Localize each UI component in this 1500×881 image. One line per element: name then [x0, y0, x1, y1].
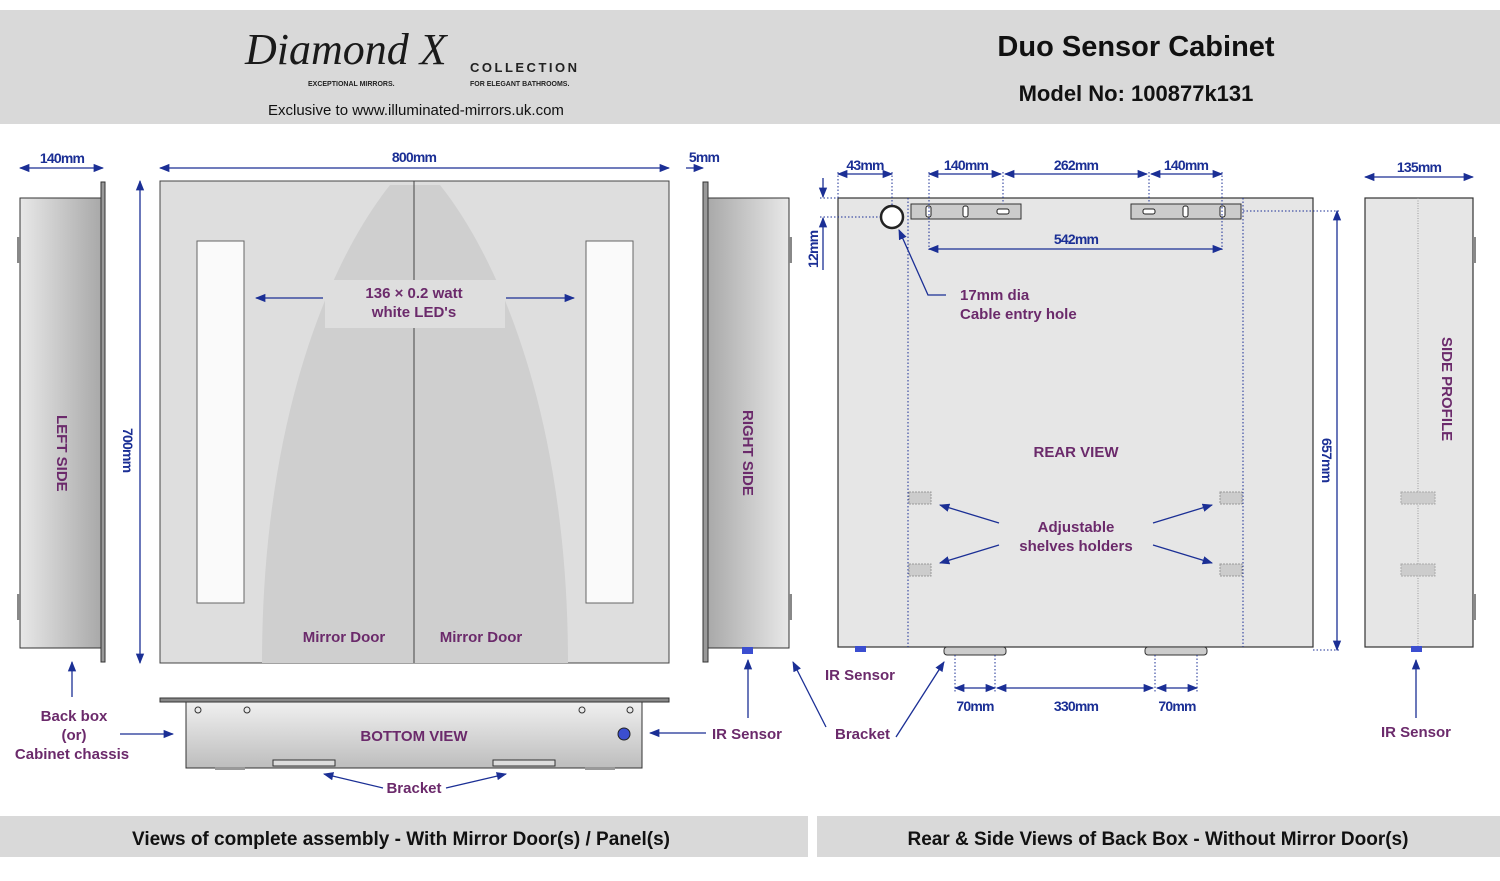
dim-262: 262mm	[1054, 157, 1099, 173]
dim-542: 542mm	[1054, 231, 1099, 247]
shelves-label-1: Adjustable	[1038, 519, 1115, 536]
ir-sensor-label-rear: IR Sensor	[825, 667, 895, 684]
shelves-label-2: shelves holders	[1019, 538, 1132, 555]
right-side-view: RIGHT SIDE	[702, 181, 792, 663]
dim-330: 330mm	[1054, 698, 1099, 714]
dim-12: 12mm	[805, 230, 821, 268]
bottom-view-label: BOTTOM VIEW	[360, 728, 468, 745]
side-profile-view: SIDE PROFILE	[1364, 197, 1476, 652]
bracket-label-right: Bracket	[835, 726, 890, 743]
footer-left-caption: Views of complete assembly - With Mirror…	[132, 829, 670, 850]
dim-70-left: 70mm	[956, 698, 994, 714]
led-spec-2: white LED's	[371, 304, 456, 321]
right-side-label: RIGHT SIDE	[739, 410, 756, 496]
back-box-label: Back box	[41, 708, 108, 725]
left-side-view: LEFT SIDE	[17, 181, 106, 663]
dim-140-right: 140mm	[1164, 157, 1209, 173]
svg-text:FOR ELEGANT BATHROOMS.: FOR ELEGANT BATHROOMS.	[470, 81, 569, 88]
dim-140-left: 140mm	[944, 157, 989, 173]
svg-text:COLLECTION: COLLECTION	[470, 60, 580, 75]
rear-view	[837, 197, 1314, 656]
brand-logo: Diamond X EXCEPTIONAL MIRRORS. COLLECTIO…	[244, 25, 580, 88]
footer-right-band	[817, 816, 1500, 857]
dim-70-right: 70mm	[1158, 698, 1196, 714]
dim-door-gap: 5mm	[689, 149, 720, 165]
exclusive-text: Exclusive to www.illuminated-mirrors.uk.…	[268, 102, 564, 119]
dim-43: 43mm	[846, 157, 884, 173]
model-number: Model No: 100877k131	[1019, 81, 1254, 106]
side-profile-label: SIDE PROFILE	[1438, 337, 1455, 441]
svg-text:EXCEPTIONAL MIRRORS.: EXCEPTIONAL MIRRORS.	[308, 81, 395, 88]
cable-hole-label: Cable entry hole	[960, 306, 1077, 323]
mirror-door-left-label: Mirror Door	[303, 629, 386, 646]
svg-text:Diamond X: Diamond X	[244, 25, 449, 74]
cabinet-chassis-label: Cabinet chassis	[15, 746, 129, 763]
or-label: (or)	[62, 727, 87, 744]
left-side-label: LEFT SIDE	[53, 415, 70, 492]
page-title: Duo Sensor Cabinet	[997, 31, 1274, 63]
dim-left-width: 140mm	[40, 150, 85, 166]
bottom-view	[159, 697, 670, 770]
header-band	[0, 10, 1500, 124]
dim-657: 657mm	[1319, 438, 1335, 483]
footer-left-band	[0, 816, 808, 857]
cable-hole-size: 17mm dia	[960, 287, 1030, 304]
led-spec: 136 × 0.2 watt	[365, 285, 462, 302]
footer-right-caption: Rear & Side Views of Back Box - Without …	[908, 829, 1409, 850]
ir-sensor-label-front: IR Sensor	[712, 726, 782, 743]
ir-sensor-dot	[617, 727, 631, 741]
cable-entry-hole	[879, 204, 905, 230]
dim-height: 700mm	[120, 428, 136, 473]
ir-sensor-marker	[742, 647, 753, 654]
rear-view-label: REAR VIEW	[1033, 444, 1119, 461]
mirror-door-right-label: Mirror Door	[440, 629, 523, 646]
ir-sensor-label-side: IR Sensor	[1381, 724, 1451, 741]
bracket-label-bottom: Bracket	[386, 780, 441, 797]
dim-135: 135mm	[1397, 159, 1442, 175]
front-view	[159, 180, 670, 664]
dim-width: 800mm	[392, 149, 437, 165]
